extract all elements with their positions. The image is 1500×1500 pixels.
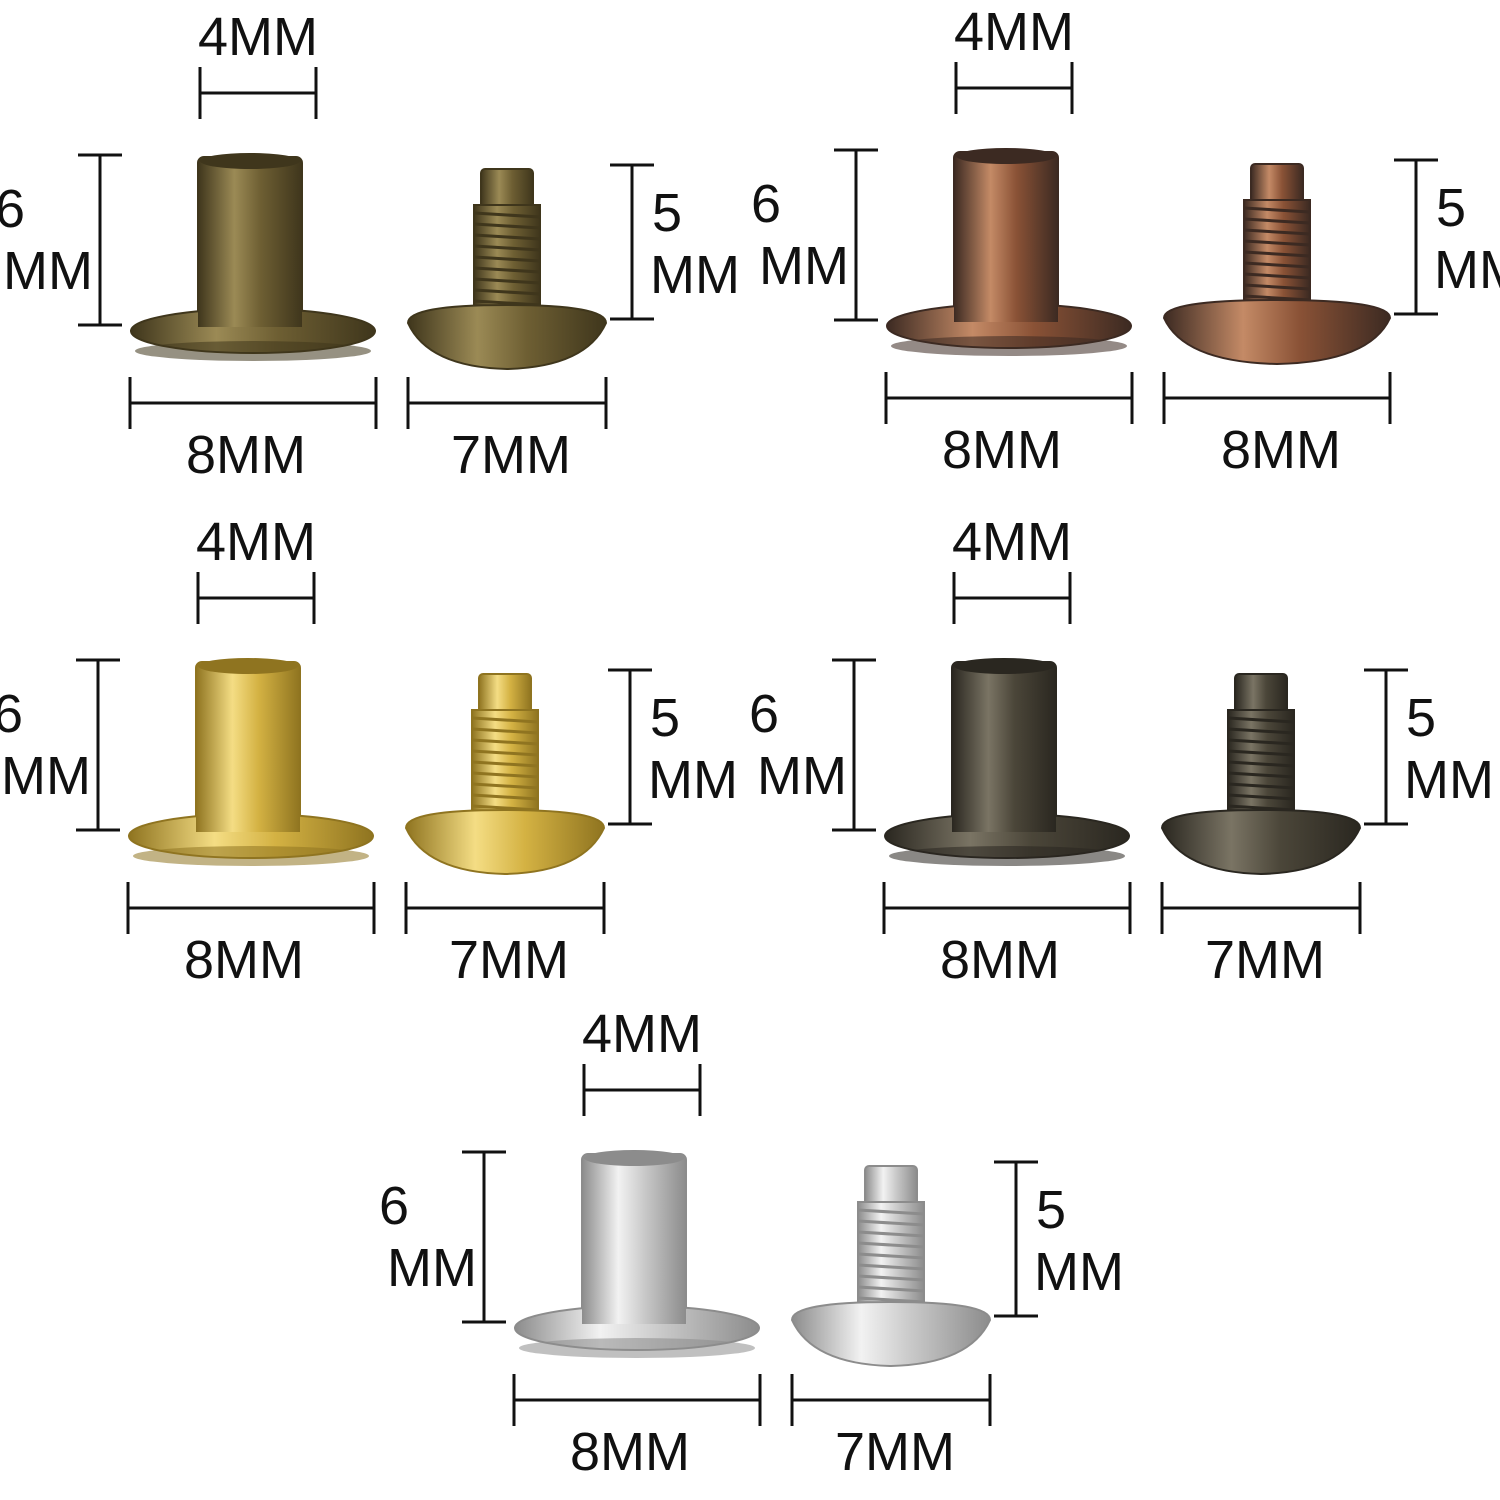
post-top-diameter-label: 4MM (954, 2, 1074, 62)
post-height-line (78, 153, 122, 327)
post-height-line (832, 658, 876, 832)
post-height-unit: MM (1, 746, 91, 806)
screw-height-line (608, 668, 652, 826)
post-base-diameter-label: 8MM (940, 930, 1060, 990)
rivet-set-red-copper: 4MM6MM8MM5MM8MM (751, 2, 1500, 480)
screw-head-diameter-label: 7MM (1205, 930, 1325, 990)
post-top-diameter-label: 4MM (198, 7, 318, 67)
screw-height-value: 5 (1436, 178, 1466, 238)
screw-head-diameter-line (404, 882, 606, 934)
post-base-diameter-label: 8MM (570, 1422, 690, 1482)
screw-head-diameter-label: 7MM (451, 425, 571, 485)
post-top-diameter-line (198, 67, 318, 119)
post-rivet (128, 658, 374, 866)
post-base-diameter-label: 8MM (942, 420, 1062, 480)
screw-head-diameter-label: 8MM (1221, 420, 1341, 480)
screw-height-line (994, 1160, 1038, 1318)
screw-head-diameter-label: 7MM (835, 1422, 955, 1482)
post-rivet (130, 153, 376, 361)
post-rivet (884, 658, 1130, 866)
post-rivet (886, 148, 1132, 356)
post-top-diameter-line (952, 572, 1072, 624)
post-base-diameter-label: 8MM (186, 425, 306, 485)
screw-head-diameter-line (1162, 372, 1392, 424)
post-height-unit: MM (3, 241, 93, 301)
post-height-unit: MM (757, 746, 847, 806)
post-base-diameter-line (126, 882, 376, 934)
screw-rivet (1160, 673, 1362, 876)
post-height-value: 6 (379, 1176, 409, 1236)
post-base-diameter-line (128, 377, 378, 429)
screw-rivet (406, 168, 608, 371)
post-base-diameter-line (882, 882, 1132, 934)
screw-height-line (1394, 158, 1438, 316)
post-height-line (462, 1150, 506, 1324)
screw-height-value: 5 (1406, 688, 1436, 748)
post-top-diameter-line (582, 1064, 702, 1116)
screw-rivet (404, 673, 606, 876)
post-height-unit: MM (387, 1238, 477, 1298)
post-top-diameter-line (196, 572, 316, 624)
screw-height-line (610, 163, 654, 321)
post-rivet (514, 1150, 760, 1358)
screw-rivet (1162, 163, 1392, 366)
post-height-value: 6 (0, 684, 23, 744)
post-height-value: 6 (749, 684, 779, 744)
screw-head-diameter-line (406, 377, 608, 429)
screw-head-diameter-line (790, 1374, 992, 1426)
screw-height-value: 5 (1036, 1180, 1066, 1240)
post-top-diameter-label: 4MM (582, 1004, 702, 1064)
post-top-diameter-label: 4MM (196, 512, 316, 572)
screw-height-value: 5 (650, 688, 680, 748)
post-height-line (834, 148, 878, 322)
screw-head-diameter-line (1160, 882, 1362, 934)
screw-rivet (790, 1165, 992, 1368)
screw-height-unit: MM (1404, 750, 1494, 810)
post-base-diameter-line (512, 1374, 762, 1426)
screw-height-unit: MM (1434, 240, 1500, 300)
post-top-diameter-label: 4MM (952, 512, 1072, 572)
screw-height-unit: MM (650, 245, 740, 305)
screw-height-unit: MM (648, 750, 738, 810)
screw-head-diameter-label: 7MM (449, 930, 569, 990)
post-top-diameter-line (954, 62, 1074, 114)
post-base-diameter-line (884, 372, 1134, 424)
screw-height-unit: MM (1034, 1242, 1124, 1302)
post-height-unit: MM (759, 236, 849, 296)
screw-height-line (1364, 668, 1408, 826)
post-height-value: 6 (0, 179, 25, 239)
screw-height-value: 5 (652, 183, 682, 243)
post-height-value: 6 (751, 174, 781, 234)
post-base-diameter-label: 8MM (184, 930, 304, 990)
post-height-line (76, 658, 120, 832)
